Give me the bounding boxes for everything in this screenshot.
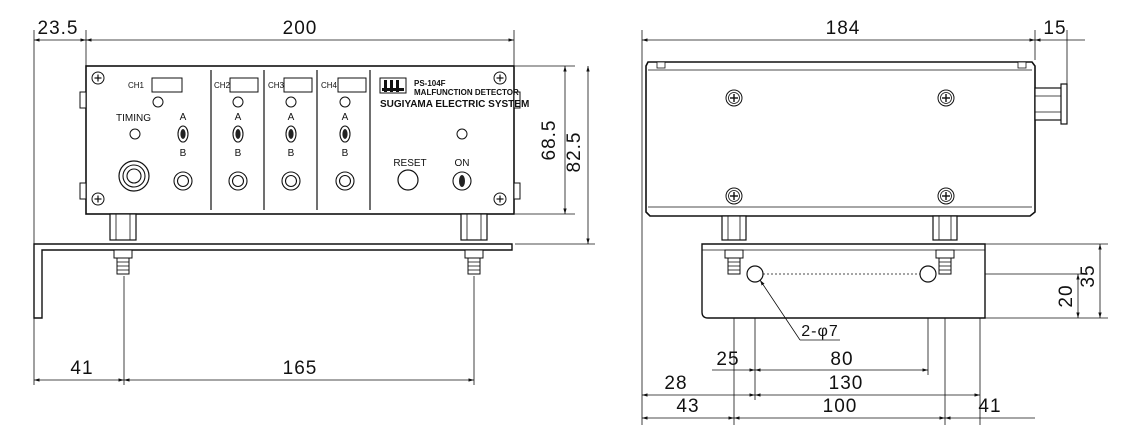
dim-43: 43 — [676, 396, 699, 417]
dim-20: 20 — [1056, 284, 1077, 307]
dim-side-width: 184 — [826, 18, 861, 39]
dim-80: 80 — [830, 349, 853, 370]
dim-100: 100 — [823, 396, 858, 417]
side-view: 184 15 — [641, 18, 1108, 425]
mounting-hole-icon — [919, 265, 937, 283]
dim-35: 35 — [1078, 264, 1099, 287]
ch4-switch-b-label: B — [342, 148, 349, 159]
power-led-icon — [456, 128, 468, 140]
dim-left-offset: 23.5 — [38, 18, 79, 39]
connector — [1034, 87, 1064, 121]
ch2-toggle-switch-icon[interactable] — [232, 125, 244, 143]
manufacturer-name: SUGIYAMA ELECTRIC SYSTEM — [380, 99, 529, 110]
timing-jack-icon[interactable] — [118, 160, 150, 192]
dim-130: 130 — [829, 373, 864, 394]
ch3-switch-a-label: A — [288, 112, 295, 123]
dim-front-width: 200 — [283, 18, 318, 39]
ch1-switch-a-label: A — [180, 112, 187, 123]
ch3-jack-icon[interactable] — [281, 171, 301, 191]
corner-screw-icon — [493, 192, 507, 206]
ch4-toggle-switch-icon[interactable] — [339, 125, 351, 143]
reset-label: RESET — [393, 158, 426, 169]
side-screw-icon — [725, 187, 743, 205]
ch3-switch-b-label: B — [288, 148, 295, 159]
power-switch-icon[interactable] — [452, 171, 472, 191]
channel-4-label: CH4 — [321, 81, 338, 90]
ch3-toggle-switch-icon[interactable] — [285, 125, 297, 143]
ch1-toggle-switch-icon[interactable] — [177, 125, 189, 143]
channel-1-led-icon — [152, 96, 164, 108]
corner-screw-icon — [91, 192, 105, 206]
brand-logo-icon — [379, 77, 407, 94]
channel-4-window — [337, 77, 367, 93]
ch4-jack-icon[interactable] — [335, 171, 355, 191]
dim-height-inner: 68.5 — [539, 120, 560, 161]
side-screw-icon — [937, 89, 955, 107]
dim-protrusion: 15 — [1043, 18, 1066, 39]
on-label: ON — [455, 158, 470, 169]
model-number: PS-104F — [414, 79, 446, 88]
ch1-switch-b-label: B — [180, 148, 187, 159]
channel-1-label: CH1 — [128, 81, 145, 90]
corner-screw-icon — [91, 71, 105, 85]
channel-4-led-icon — [339, 96, 351, 108]
reset-button[interactable] — [397, 169, 419, 191]
side-case — [645, 61, 1036, 217]
dim-height-total: 82.5 — [564, 132, 585, 173]
channel-2-label: CH2 — [214, 81, 231, 90]
mounting-hole-icon — [746, 265, 764, 283]
timing-led-icon — [129, 128, 141, 140]
ch4-switch-a-label: A — [342, 112, 349, 123]
dim-25: 25 — [716, 349, 739, 370]
channel-1-window — [151, 77, 183, 93]
dim-hole-label: 2-φ7 — [801, 323, 839, 340]
product-name: MALFUNCTION DETECTOR — [414, 88, 519, 97]
mounting-bracket — [33, 213, 513, 319]
dim-bracket-span: 165 — [283, 358, 318, 379]
front-view: 23.5 200 68.5 82.5 41 165 CH1 TIMING — [33, 18, 595, 385]
ch2-switch-b-label: B — [235, 148, 242, 159]
dim-28: 28 — [664, 373, 687, 394]
side-screw-icon — [937, 187, 955, 205]
ch2-jack-icon[interactable] — [228, 171, 248, 191]
corner-screw-icon — [493, 71, 507, 85]
timing-label: TIMING — [116, 113, 151, 124]
channel-2-window — [229, 77, 259, 93]
dim-41: 41 — [978, 396, 1001, 417]
channel-2-led-icon — [232, 96, 244, 108]
channel-3-window — [283, 77, 313, 93]
ch2-switch-a-label: A — [235, 112, 242, 123]
ch1-jack-icon[interactable] — [173, 171, 193, 191]
channel-3-led-icon — [285, 96, 297, 108]
side-screw-icon — [725, 89, 743, 107]
channel-3-label: CH3 — [268, 81, 285, 90]
dim-bracket-offset: 41 — [70, 358, 93, 379]
